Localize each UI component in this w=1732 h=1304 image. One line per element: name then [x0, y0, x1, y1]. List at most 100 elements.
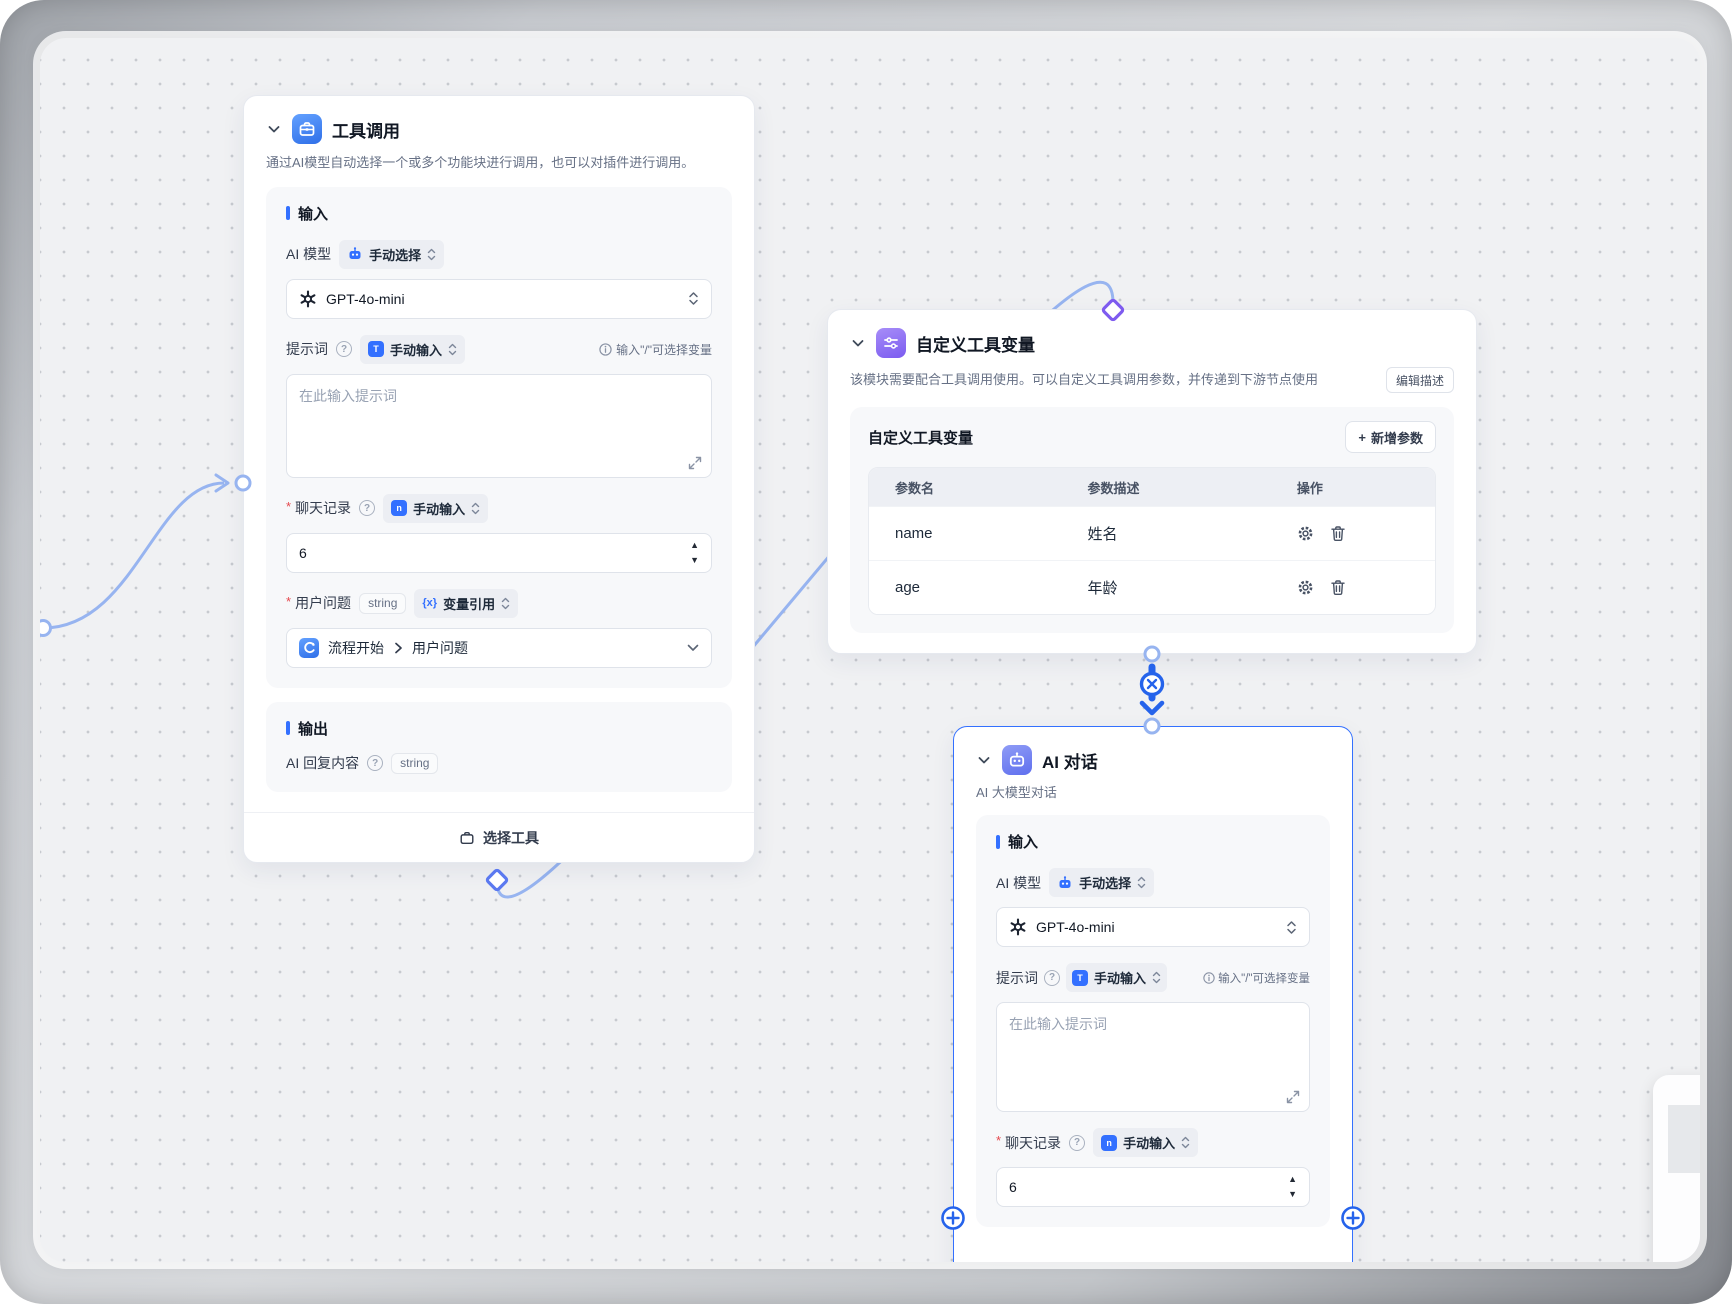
table-row: age 年龄 — [869, 560, 1435, 614]
chat-history-value: 6 — [1009, 1179, 1017, 1195]
history-mode-selector[interactable]: n 手动输入 — [1093, 1128, 1199, 1157]
variable-ref-icon: {x} — [422, 597, 438, 609]
plus-icon: + — [1358, 429, 1366, 445]
prompt-mode-selector[interactable]: T 手动输入 — [1066, 963, 1168, 992]
chat-history-number-input[interactable]: 6 ▲ ▼ — [286, 532, 712, 573]
minimap-panel[interactable] — [1653, 1075, 1700, 1262]
history-mode-label: 手动输入 — [413, 501, 466, 517]
number-input-icon: n — [391, 500, 408, 516]
param-name: age — [895, 579, 921, 596]
ai-model-mode-selector[interactable]: 手动选择 — [339, 239, 445, 269]
updown-chevron-icon — [501, 597, 510, 609]
history-mode-selector[interactable]: n 手动输入 — [383, 493, 489, 523]
section-bar — [286, 206, 290, 220]
collapse-chevron-icon[interactable] — [850, 335, 866, 351]
model-name: GPT-4o-mini — [1036, 919, 1115, 935]
type-tag: string — [391, 752, 439, 774]
trash-icon[interactable] — [1330, 579, 1346, 596]
section-title: 输入 — [1008, 834, 1039, 851]
step-down-icon[interactable]: ▼ — [690, 554, 699, 565]
collapse-chevron-icon[interactable] — [266, 121, 282, 137]
expand-icon[interactable] — [688, 456, 702, 470]
type-tag: string — [359, 592, 407, 614]
tool-output-diamond[interactable] — [485, 868, 509, 892]
flow-start-icon — [299, 637, 319, 658]
help-icon[interactable]: ? — [367, 755, 384, 771]
table-row: name 姓名 — [869, 506, 1435, 560]
updown-chevron-icon — [1287, 920, 1296, 934]
ref-field: 用户问题 — [412, 639, 468, 656]
number-stepper[interactable]: ▲ ▼ — [690, 539, 699, 565]
node-ai-chat[interactable]: AI 对话 AI 大模型对话 输入 AI 模型 手动选择 GPT-4o-mini — [953, 726, 1353, 1262]
input-section: 输入 AI 模型 手动选择 GPT-4o-mini 提示词 ? — [976, 815, 1330, 1227]
prompt-variable-hint: 输入"/"可选择变量 — [599, 341, 712, 358]
gear-icon[interactable] — [1297, 579, 1314, 596]
param-name: name — [895, 525, 933, 542]
edge-arrowhead-icon — [214, 473, 230, 493]
param-table-header: 参数名 参数描述 操作 — [869, 468, 1435, 506]
section-title: 输出 — [298, 720, 329, 738]
step-up-icon[interactable]: ▲ — [690, 539, 699, 550]
expand-icon[interactable] — [1286, 1090, 1300, 1104]
output-label: AI 回复内容 — [286, 755, 360, 771]
info-icon — [599, 342, 612, 356]
prompt-textarea[interactable]: 在此输入提示词 — [286, 373, 712, 478]
ai-model-mode-label: 手动选择 — [1079, 876, 1132, 891]
question-mode-selector[interactable]: {x} 变量引用 — [414, 588, 519, 618]
number-stepper[interactable]: ▲ ▼ — [1288, 1175, 1297, 1199]
gear-icon[interactable] — [1297, 525, 1314, 542]
node-title: 自定义工具变量 — [916, 335, 1035, 355]
ai-model-mode-label: 手动选择 — [369, 247, 422, 263]
edge-incoming — [42, 481, 225, 630]
chevron-down-icon — [687, 644, 699, 651]
required-mark: * — [286, 593, 292, 609]
required-mark: * — [286, 498, 292, 514]
updown-chevron-icon — [471, 502, 480, 514]
select-tool-button[interactable]: 选择工具 — [244, 812, 754, 862]
add-param-button[interactable]: + 新增参数 — [1345, 421, 1436, 453]
openai-logo-icon — [1010, 918, 1026, 936]
edge-source-port[interactable] — [40, 619, 52, 637]
col-param-name: 参数名 — [895, 480, 935, 496]
step-up-icon[interactable]: ▲ — [1288, 1174, 1297, 1184]
question-mode-label: 变量引用 — [443, 596, 496, 612]
tool-call-node-icon — [292, 114, 322, 144]
collapse-chevron-icon[interactable] — [976, 752, 992, 768]
briefcase-icon — [460, 831, 474, 844]
ai-model-mode-selector[interactable]: 手动选择 — [1049, 868, 1155, 897]
section-title: 输入 — [298, 205, 329, 223]
prompt-mode-label: 手动输入 — [390, 342, 443, 358]
updown-chevron-icon — [689, 292, 698, 305]
model-select[interactable]: GPT-4o-mini — [286, 278, 712, 319]
node-custom-tool-vars[interactable]: 自定义工具变量 该模块需要配合工具调用使用。可以自定义工具调用参数，并传递到下游… — [827, 309, 1477, 654]
ai-model-label: AI 模型 — [996, 874, 1042, 891]
chat-history-number-input[interactable]: 6 ▲ ▼ — [996, 1167, 1310, 1207]
output-section: 输出 AI 回复内容 ? string — [266, 701, 732, 792]
help-icon[interactable]: ? — [359, 500, 376, 516]
chat-history-label: 聊天记录 — [295, 500, 352, 516]
node-tool-call[interactable]: 工具调用 通过AI模型自动选择一个或多个功能块进行调用，也可以对插件进行调用。 … — [243, 95, 755, 863]
prompt-mode-selector[interactable]: T 手动输入 — [360, 334, 466, 364]
model-select[interactable]: GPT-4o-mini — [996, 907, 1310, 947]
chevron-right-icon — [395, 642, 402, 653]
prompt-textarea[interactable]: 在此输入提示词 — [996, 1002, 1310, 1112]
section-bar — [996, 834, 1000, 849]
text-input-icon: T — [368, 341, 384, 357]
col-param-desc: 参数描述 — [1087, 480, 1140, 496]
help-icon[interactable]: ? — [1044, 969, 1060, 986]
updown-chevron-icon — [1137, 876, 1146, 889]
step-down-icon[interactable]: ▼ — [1288, 1189, 1297, 1199]
flow-canvas[interactable]: 工具调用 通过AI模型自动选择一个或多个功能块进行调用，也可以对插件进行调用。 … — [40, 38, 1700, 1262]
updown-chevron-icon — [427, 248, 436, 260]
variable-reference-select[interactable]: 流程开始 用户问题 — [286, 627, 712, 668]
help-icon[interactable]: ? — [336, 341, 352, 357]
required-mark: * — [996, 1133, 1002, 1148]
x-glyph — [1146, 678, 1158, 690]
updown-chevron-icon — [1181, 1136, 1190, 1149]
remove-connection-icon[interactable] — [1139, 671, 1165, 697]
trash-icon[interactable] — [1330, 525, 1346, 542]
prompt-label: 提示词 — [996, 969, 1038, 986]
help-icon[interactable]: ? — [1069, 1134, 1086, 1151]
edit-description-button[interactable]: 编辑描述 — [1385, 367, 1454, 393]
minimap-viewport — [1668, 1105, 1700, 1173]
